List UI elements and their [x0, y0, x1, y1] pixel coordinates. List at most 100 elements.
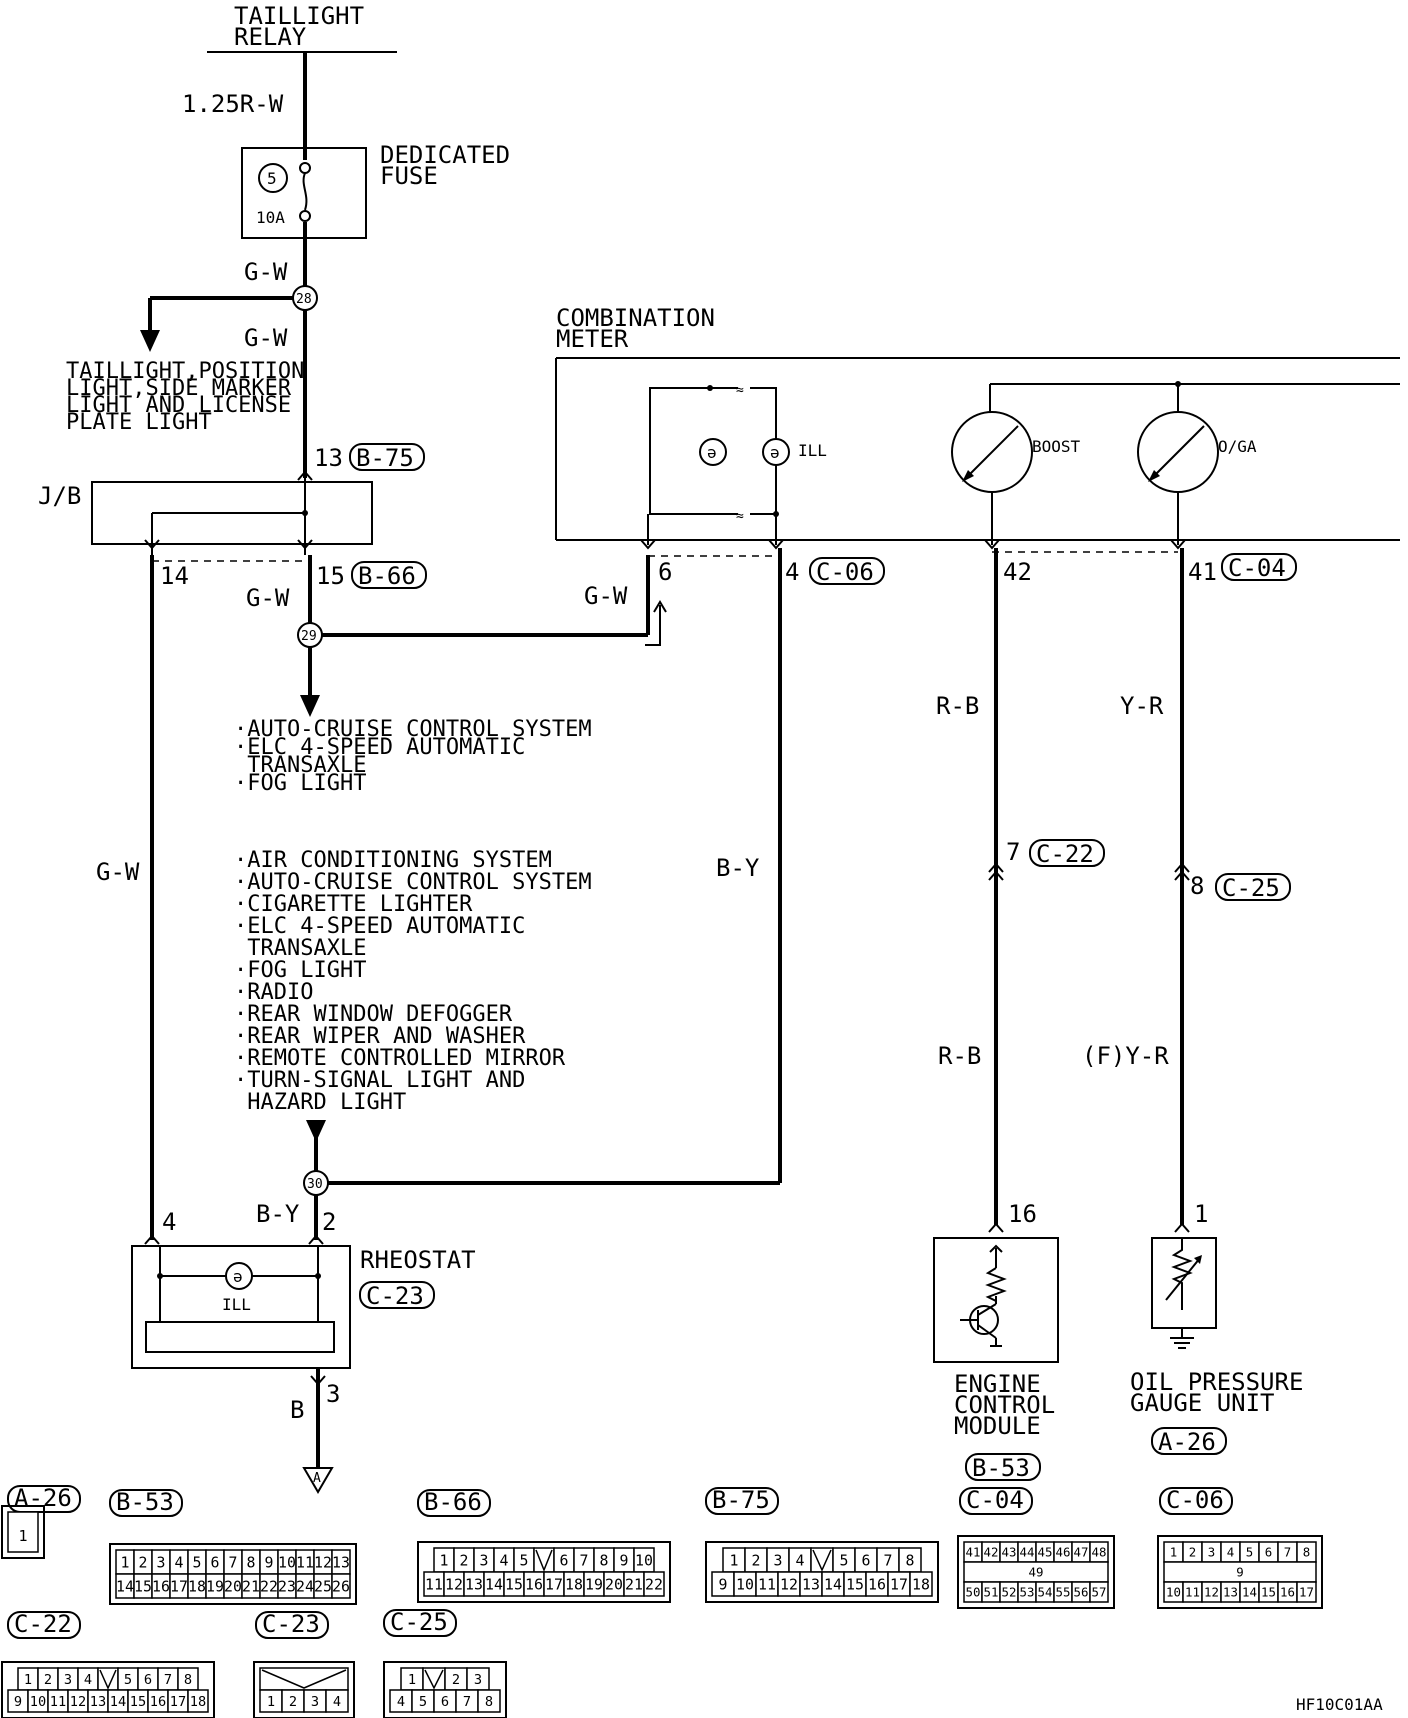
ecm-resistor [985, 1267, 1007, 1302]
connector-pin: 3 [157, 1553, 166, 1571]
connector-pin: 1 [121, 1553, 130, 1571]
ground-a-label: A [313, 1471, 321, 1486]
connector-pin: 23 [278, 1577, 296, 1595]
wire-label-125rw: 1.25R-W [182, 90, 284, 118]
connector-pin: 47 [1074, 1544, 1089, 1559]
connector-pin: 1 [1170, 1544, 1177, 1559]
connector-tag: C-22 [14, 1610, 72, 1638]
wire-label-b: B [290, 1396, 304, 1424]
connector-pin: 2 [460, 1551, 469, 1569]
connector-pin: 14 [116, 1577, 134, 1595]
list2-label: ·AIR CONDITIONING SYSTEM·AUTO-CRUISE CON… [234, 848, 592, 1115]
connector-pin: 9 [620, 1551, 629, 1569]
arrow-list1 [300, 695, 320, 717]
connector-pin: 5 [1246, 1544, 1253, 1559]
rheostat-ill-label: ILL [222, 1295, 251, 1314]
fuse-amp: 10A [256, 208, 285, 227]
connector-tag: C-06 [1166, 1486, 1224, 1514]
jb-label: J/B [38, 482, 81, 510]
connector-pin: 1 [18, 1527, 27, 1545]
connector-pin: 3 [480, 1551, 489, 1569]
connector-pin: 7 [229, 1553, 238, 1571]
connector-pin: 52 [1002, 1584, 1017, 1599]
pin-42: 42 [1003, 558, 1032, 586]
wire-label-gw-fuse: G-W [244, 258, 288, 286]
connector-pin: 3 [1208, 1544, 1215, 1559]
svg-text:ə: ə [233, 1267, 243, 1286]
wire-label-rb-top: R-B [936, 692, 979, 720]
connector-tag: A-26 [14, 1484, 72, 1512]
svg-text:C-23: C-23 [366, 1282, 424, 1310]
pin-4: 4 [785, 558, 799, 586]
dedicated-fuse-box [241, 147, 367, 239]
connector-pin: 54 [1038, 1584, 1053, 1599]
svg-text:B-53: B-53 [972, 1454, 1030, 1482]
connector-pin: 2 [1189, 1544, 1196, 1559]
connector-pin: 18 [190, 1694, 206, 1710]
connector-pin: 9 [14, 1694, 22, 1710]
connector-pin: 3 [64, 1672, 72, 1688]
connector-pin: 7 [580, 1551, 589, 1569]
connector-pin: 7 [884, 1551, 893, 1569]
connector-pin: 50 [966, 1584, 981, 1599]
connector-pin: 19 [206, 1577, 224, 1595]
connector-a-26: A-26 1 [1, 1484, 81, 1559]
connector-pin: 5 [124, 1672, 132, 1688]
tag-c04: C-04 [1221, 553, 1297, 582]
connector-pin: 9 [719, 1575, 728, 1593]
connector-pin: 15 [134, 1577, 152, 1595]
rheostat-box [131, 1245, 351, 1369]
connector-pin: 49 [1029, 1564, 1044, 1579]
ecm-box [933, 1237, 1059, 1363]
connector-pin: 13 [90, 1694, 106, 1710]
wire-label-gw-29: G-W [246, 584, 290, 612]
connector-pin: 6 [862, 1551, 871, 1569]
connector-pin: 16 [152, 1577, 170, 1595]
pin-41: 41 [1188, 558, 1217, 586]
ground-a-symbol [302, 1467, 334, 1494]
connector-pin: 44 [1020, 1544, 1035, 1559]
tag-c22: C-22 [1029, 839, 1105, 868]
junction-29 [297, 622, 323, 648]
connector-pin: 15 [130, 1694, 146, 1710]
connector-pin: 11 [50, 1694, 66, 1710]
rheostat-pin-4: 4 [162, 1208, 176, 1236]
fuse-number: 5 [267, 169, 277, 188]
connector-pin: 8 [184, 1672, 192, 1688]
connector-pin: 2 [139, 1553, 148, 1571]
fuse-number-circle [258, 163, 288, 193]
svg-text:C-06: C-06 [816, 558, 874, 586]
fuse-terminal-top [299, 162, 311, 174]
connector-pin: 6 [144, 1672, 152, 1688]
connector-pin: 13 [465, 1575, 483, 1593]
connector-pin: 14 [1242, 1584, 1257, 1599]
connector-pin: 18 [565, 1575, 583, 1593]
tag-b75: B-75 [349, 443, 425, 472]
connector-pin: 4 [84, 1672, 92, 1688]
pin-14: 14 [160, 562, 189, 590]
connector-pin: 45 [1038, 1544, 1053, 1559]
connector-pin: 21 [625, 1575, 643, 1593]
connector-pin: 20 [224, 1577, 242, 1595]
junction-30-label: 30 [307, 1177, 323, 1192]
rheostat-label: RHEOSTAT [360, 1246, 476, 1274]
pin-13: 13 [314, 444, 343, 472]
svg-text:A-26: A-26 [1158, 1428, 1216, 1456]
connector-pin: 10 [1166, 1584, 1181, 1599]
junction-28 [292, 285, 318, 311]
connector-pin: 19 [585, 1575, 603, 1593]
boost-label: BOOST [1032, 437, 1081, 456]
rheostat-ill-lamp [225, 1262, 253, 1290]
connector-pin: 1 [440, 1551, 449, 1569]
connector-pin: 11 [425, 1575, 443, 1593]
oga-label: O/GA [1218, 437, 1257, 456]
connector-pin: 16 [1280, 1584, 1295, 1599]
